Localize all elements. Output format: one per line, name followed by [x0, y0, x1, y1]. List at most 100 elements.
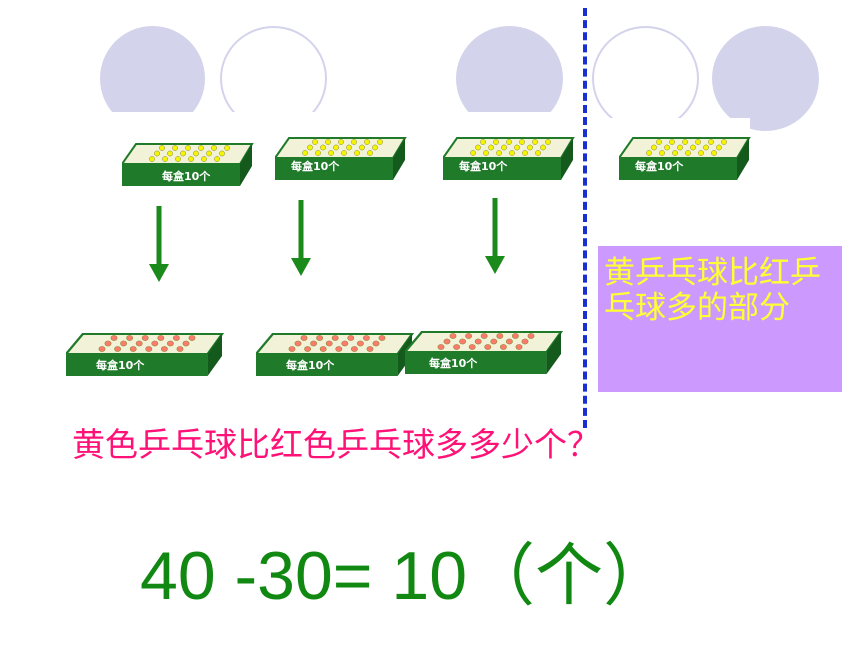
ping-pong-ball [320, 144, 326, 151]
yellow-ball-box-4: 每盒10个 [618, 118, 754, 188]
red-ball-box-3: 每盒10个 [403, 312, 565, 382]
ping-pong-ball [157, 335, 165, 341]
ping-pong-ball [695, 139, 701, 145]
down-arrow-icon [485, 198, 505, 274]
ping-pong-ball [335, 346, 343, 352]
ping-pong-ball [501, 144, 507, 151]
ping-pong-ball [141, 335, 149, 341]
ping-pong-ball [708, 139, 714, 145]
ping-pong-ball [188, 156, 194, 162]
yellow-ball-box-graphic: 每盒10个 [618, 137, 750, 181]
ping-pong-ball [459, 338, 467, 345]
ping-pong-ball [509, 150, 515, 156]
box-label: 每盒10个 [429, 356, 478, 370]
ping-pong-ball [126, 335, 134, 341]
ping-pong-ball [331, 335, 339, 341]
ping-pong-ball [364, 139, 370, 145]
ping-pong-ball [703, 144, 709, 151]
ping-pong-ball [120, 340, 128, 347]
difference-note: 黄乒乓球比红乒乓球多的部分 [598, 246, 842, 392]
ping-pong-ball [325, 139, 331, 145]
ping-pong-ball [172, 335, 180, 341]
box-label: 每盒10个 [96, 358, 145, 372]
box-label: 每盒10个 [291, 159, 340, 173]
yellow-ball-box-1: 每盒10个 [121, 124, 257, 194]
ping-pong-ball [193, 150, 199, 157]
ping-pong-ball [310, 340, 318, 347]
ping-pong-ball [475, 144, 481, 151]
ping-pong-ball [312, 139, 318, 145]
ping-pong-ball [328, 150, 334, 156]
ping-pong-ball [304, 346, 312, 352]
ping-pong-ball [372, 340, 380, 347]
ping-pong-ball [711, 150, 717, 156]
ping-pong-ball [545, 139, 551, 145]
ping-pong-ball [288, 346, 296, 352]
ping-pong-ball [294, 340, 302, 347]
ping-pong-ball [188, 335, 196, 341]
ping-pong-ball [690, 144, 696, 151]
ping-pong-ball [176, 346, 184, 352]
ping-pong-ball [302, 150, 308, 156]
ping-pong-ball [316, 335, 324, 341]
ping-pong-ball [677, 144, 683, 151]
ping-pong-ball [685, 150, 691, 156]
ping-pong-ball [206, 150, 212, 157]
ping-pong-ball [362, 335, 370, 341]
ping-pong-ball [201, 156, 207, 162]
ping-pong-ball [496, 150, 502, 156]
ping-pong-ball [162, 156, 168, 162]
ping-pong-ball [151, 340, 159, 347]
ping-pong-ball [175, 156, 181, 162]
ping-pong-ball [659, 150, 665, 156]
ping-pong-ball [154, 150, 160, 157]
ping-pong-ball [527, 144, 533, 151]
ping-pong-ball [514, 144, 520, 151]
ping-pong-ball [483, 150, 489, 156]
box-label: 每盒10个 [286, 358, 335, 372]
red-ball-box-graphic: 每盒10个 [403, 330, 563, 376]
ping-pong-ball [496, 333, 504, 339]
ping-pong-ball [135, 340, 143, 347]
ping-pong-ball [219, 150, 225, 157]
red-ball-box-graphic: 每盒10个 [64, 332, 224, 378]
box-label: 每盒10个 [459, 159, 508, 173]
ping-pong-ball [527, 333, 535, 339]
down-arrow-icon [291, 200, 311, 276]
yellow-ball-box-2: 每盒10个 [274, 118, 410, 188]
ping-pong-ball [721, 139, 727, 145]
ping-pong-ball [480, 139, 486, 145]
box-label: 每盒10个 [635, 159, 684, 173]
ping-pong-ball [145, 346, 153, 352]
red-ball-box-graphic: 每盒10个 [254, 332, 414, 378]
ping-pong-ball [443, 338, 451, 345]
ping-pong-ball [672, 150, 678, 156]
ping-pong-ball [214, 156, 220, 162]
ping-pong-ball [129, 346, 137, 352]
ping-pong-ball [159, 145, 165, 151]
ping-pong-ball [493, 139, 499, 145]
ping-pong-ball [480, 333, 488, 339]
ping-pong-ball [338, 139, 344, 145]
ping-pong-ball [350, 346, 358, 352]
ping-pong-ball [325, 340, 333, 347]
ping-pong-ball [160, 346, 168, 352]
ping-pong-ball [351, 139, 357, 145]
ping-pong-ball [366, 346, 374, 352]
ping-pong-ball [499, 344, 507, 350]
ping-pong-ball [149, 156, 155, 162]
down-arrow-icon [149, 206, 169, 282]
ping-pong-ball [172, 145, 178, 151]
ping-pong-ball [341, 340, 349, 347]
ping-pong-ball [319, 346, 327, 352]
yellow-ball-box-graphic: 每盒10个 [442, 137, 574, 181]
ping-pong-ball [356, 340, 364, 347]
ping-pong-ball [359, 144, 365, 151]
ping-pong-ball [224, 145, 230, 151]
ping-pong-ball [449, 333, 457, 339]
ping-pong-ball [166, 340, 174, 347]
ping-pong-ball [437, 344, 445, 350]
ping-pong-ball [698, 150, 704, 156]
yellow-ball-box-3: 每盒10个 [442, 118, 578, 188]
ping-pong-ball [211, 145, 217, 151]
